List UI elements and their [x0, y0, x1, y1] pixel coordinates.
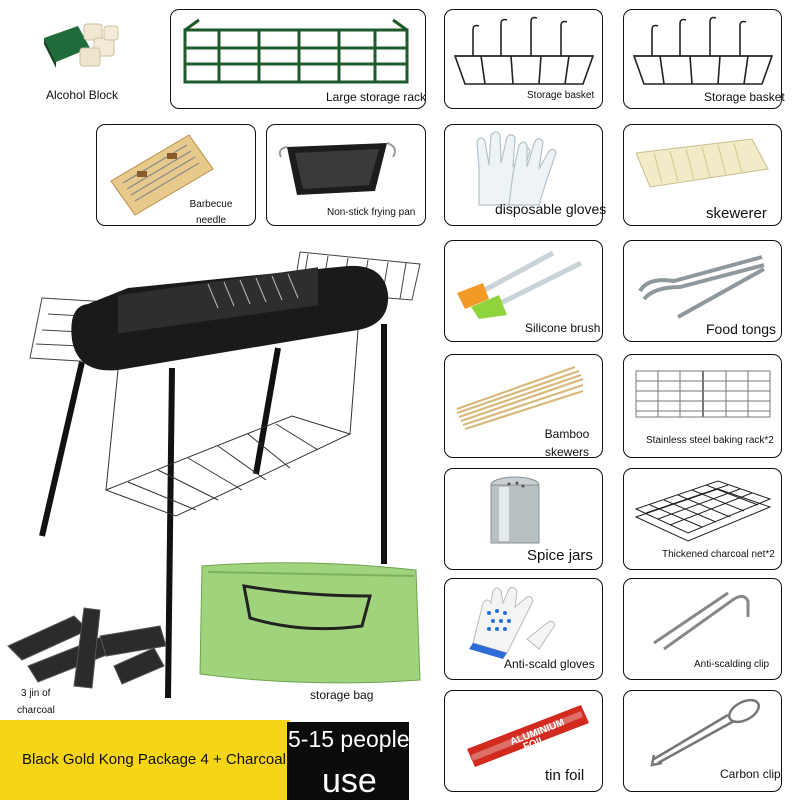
disposable-gloves-card: disposable gloves — [444, 124, 607, 226]
anti-scalding-clip-label: Anti-scalding clip — [694, 659, 770, 670]
food-tongs-image — [638, 255, 765, 319]
charcoal-label-2: charcoal — [17, 705, 55, 716]
storage-basket-card-2: Storage basket — [623, 9, 785, 109]
barbecue-needle-label-2: needle — [195, 215, 227, 226]
package-title: Black Gold Kong Package 4 + Charcoal — [22, 751, 286, 768]
bamboo-skewers-card: Bamboo skewers — [444, 354, 603, 459]
non-stick-pan-label: Non-stick frying pan — [327, 207, 416, 218]
barbecue-needle-image — [110, 134, 214, 216]
spice-jars-card: Spice jars — [444, 468, 603, 570]
stainless-rack-card: Stainless steel baking rack*2 — [623, 354, 782, 458]
charcoal-net-label: Thickened charcoal net*2 — [662, 549, 775, 560]
charcoal-net-image — [634, 480, 772, 542]
people-banner — [287, 722, 409, 800]
skewerer-image — [635, 138, 769, 188]
frying-pan-image — [278, 142, 396, 195]
non-stick-pan-card: Non-stick frying pan — [266, 124, 426, 226]
anti-scald-gloves-label: Anti-scald gloves — [504, 657, 595, 671]
stainless-rack-image — [635, 370, 771, 418]
alcohol-block-label: Alcohol Block — [46, 88, 119, 102]
charcoal-image — [7, 607, 167, 689]
carbon-clip-label: Carbon clip — [720, 767, 781, 781]
alcohol-block-image — [44, 23, 119, 68]
tin-foil-label: tin foil — [545, 767, 585, 784]
carbon-clip-card: Carbon clip — [623, 690, 782, 792]
bamboo-skewers-label-2: skewers — [544, 445, 589, 459]
spice-jar-image — [490, 476, 540, 544]
storage-basket-image-2 — [632, 16, 774, 85]
tin-foil-image: ALUMINIUM FOIL — [467, 705, 589, 767]
spice-jars-label: Spice jars — [527, 547, 593, 564]
anti-scalding-clip-card: Anti-scalding clip — [623, 578, 782, 680]
storage-bag-image — [199, 562, 421, 684]
large-storage-rack-card: Large storage rack — [170, 9, 426, 109]
charcoal-net-card: Thickened charcoal net*2 — [623, 468, 782, 570]
bbq-grill-image — [29, 251, 421, 699]
people-count: 5-15 people — [288, 726, 410, 752]
barbecue-needle-label-1: Barbecue — [189, 199, 233, 210]
bamboo-skewers-image — [456, 365, 584, 431]
silicone-brush-label: Silicone brush — [525, 321, 601, 335]
storage-basket-image-1 — [453, 16, 595, 85]
food-tongs-card: Food tongs — [623, 240, 782, 342]
skewerer-card: skewerer — [623, 124, 782, 226]
food-tongs-label: Food tongs — [706, 321, 777, 337]
storage-basket-card-1: Storage basket — [444, 9, 603, 109]
gloves-image — [476, 131, 557, 206]
anti-scalding-clip-image — [653, 591, 750, 651]
anti-scald-gloves-image — [469, 586, 556, 659]
skewerer-label: skewerer — [706, 205, 767, 222]
carbon-clip-image — [650, 698, 760, 767]
silicone-brush-card: Silicone brush — [444, 240, 603, 342]
storage-bag-label: storage bag — [310, 688, 374, 702]
large-storage-rack-image — [183, 18, 409, 84]
disposable-gloves-label: disposable gloves — [495, 201, 607, 217]
storage-basket-label-1: Storage basket — [527, 90, 595, 101]
stainless-rack-label: Stainless steel baking rack*2 — [646, 435, 774, 446]
anti-scald-gloves-card: Anti-scald gloves — [444, 578, 603, 680]
storage-basket-label-2: Storage basket — [704, 90, 785, 104]
silicone-brush-image — [457, 250, 583, 319]
barbecue-needle-card: Barbecue needle — [96, 124, 256, 226]
bamboo-skewers-label-1: Bamboo — [544, 427, 590, 441]
tin-foil-card: ALUMINIUM FOIL tin foil — [444, 690, 603, 792]
use-label: use — [322, 762, 377, 800]
charcoal-label-1: 3 jin of — [21, 688, 51, 699]
package-banner — [0, 720, 290, 800]
large-storage-rack-label: Large storage rack — [326, 90, 427, 104]
